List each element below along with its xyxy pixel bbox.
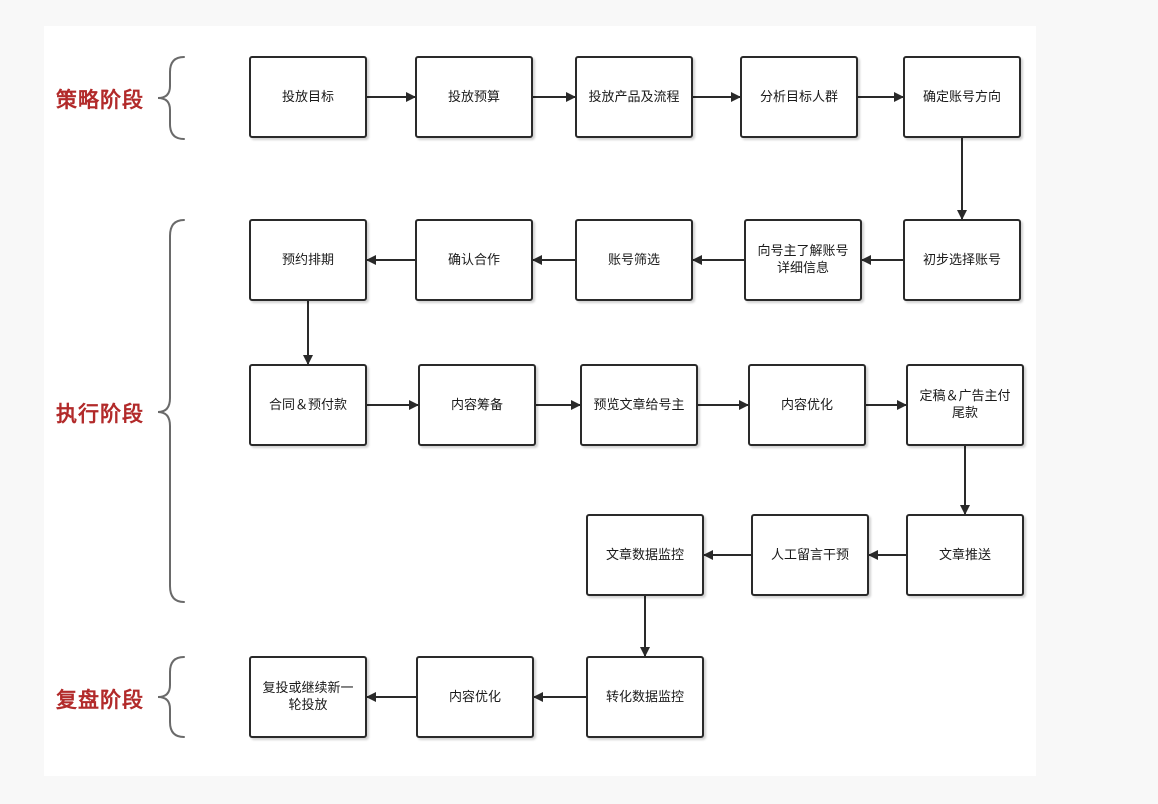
node-launch-goal: 投放目标 [249,56,367,138]
stage-label-strategy: 策略阶段 [56,88,144,112]
node-analyze-target-audience: 分析目标人群 [740,56,858,138]
node-ask-owner-account-details: 向号主了解账号详细信息 [744,219,862,301]
node-content-optimization-review: 内容优化 [416,656,534,738]
node-preview-article-to-owner: 预览文章给号主 [580,364,698,446]
node-article-push: 文章推送 [906,514,1024,596]
node-account-screening: 账号筛选 [575,219,693,301]
node-confirm-cooperation: 确认合作 [415,219,533,301]
strategy-stage-brace [157,56,185,140]
stage-label-execution: 执行阶段 [56,402,144,426]
node-content-preparation: 内容筹备 [418,364,536,446]
node-manual-comment-intervention: 人工留言干预 [751,514,869,596]
node-contract-and-prepayment: 合同＆预付款 [249,364,367,446]
node-product-and-process: 投放产品及流程 [575,56,693,138]
node-conversion-data-monitoring: 转化数据监控 [586,656,704,738]
node-define-account-direction: 确定账号方向 [903,56,1021,138]
node-content-optimization: 内容优化 [748,364,866,446]
review-stage-brace [157,656,185,738]
node-book-schedule: 预约排期 [249,219,367,301]
stage-label-review: 复盘阶段 [56,688,144,712]
node-preliminary-account-selection: 初步选择账号 [903,219,1021,301]
node-finalize-and-balance-payment: 定稿＆广告主付尾款 [906,364,1024,446]
node-launch-budget: 投放预算 [415,56,533,138]
node-relaunch-or-new-round: 复投或继续新一轮投放 [249,656,367,738]
execution-stage-brace [157,219,185,603]
node-article-data-monitoring: 文章数据监控 [586,514,704,596]
